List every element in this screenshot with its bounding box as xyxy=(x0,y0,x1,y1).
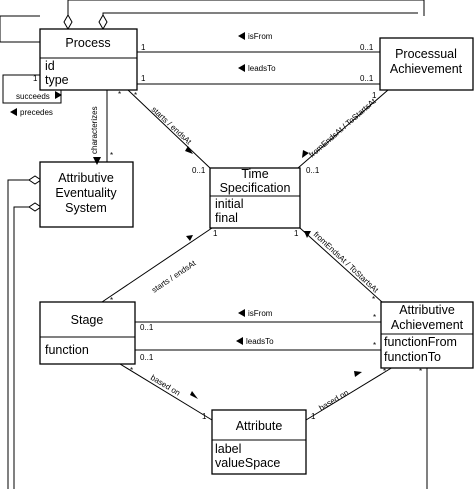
multiplicities: 1 0..1 1 0..1 1 * * * 0..1 1 0..1 * 1 1 … xyxy=(33,43,422,421)
leadsto-arrow-icon xyxy=(238,64,245,72)
aggregation-diamond-c xyxy=(28,175,42,185)
pa-from-label: fromEndsAt / ToStartsAt xyxy=(307,96,378,159)
mult-stage-starts-1: * xyxy=(110,296,113,305)
aggregation-diamond-d xyxy=(28,202,42,212)
process-starts-label: starts / endsAt xyxy=(150,105,194,147)
stage-isfrom-arrow-icon xyxy=(238,309,245,317)
stage-based-label: based on xyxy=(149,373,182,398)
class-ts-attr-final: final xyxy=(215,211,238,225)
class-pa-name-2: Achievement xyxy=(390,62,463,76)
class-time-specification: Time Specification initial final xyxy=(209,167,301,229)
mult-process-leadsto-1: 1 xyxy=(141,74,146,83)
class-aes-name-1: Attributive xyxy=(58,171,114,185)
mult-aa-based-1: * xyxy=(383,367,386,376)
aa-from-arrow-icon xyxy=(304,231,311,238)
aggregation-diamonds xyxy=(28,13,108,212)
mult-stage-based-1: * xyxy=(130,366,133,375)
aa-from-label: fromEndsAt / ToStartsAt xyxy=(312,230,381,295)
class-aa-attr-functionfrom: functionFrom xyxy=(384,335,457,349)
aggregation-diamond-b xyxy=(98,13,108,31)
mult-process-isfrom-1: 1 xyxy=(141,43,146,52)
aa-from-line xyxy=(299,227,383,303)
pa-from-arrow-icon xyxy=(302,150,309,158)
class-stage-attr-function: function xyxy=(45,343,89,357)
precedes-arrow-icon xyxy=(10,108,17,116)
mult-stage-isfrom-1: 0..1 xyxy=(140,323,154,332)
process-top-link-b xyxy=(102,12,418,29)
characterizes-label: characterizes xyxy=(90,106,99,154)
process-top-link-a xyxy=(67,0,425,29)
aa-based-line xyxy=(305,363,399,421)
class-attribute-attr-label: label xyxy=(215,442,241,456)
class-ts-name-1: Time xyxy=(241,167,268,181)
stage-based-line xyxy=(119,363,213,421)
mult-succeeds: 1 xyxy=(33,74,38,83)
mult-stage-leadsto-1: 0..1 xyxy=(140,353,154,362)
mult-stage-leadsto-2: * xyxy=(373,341,376,350)
mult-process-leadsto-2: 0..1 xyxy=(360,74,374,83)
class-attribute-name: Attribute xyxy=(236,419,283,433)
process-starts-arrow-icon xyxy=(185,146,193,154)
mult-pa-from-1: 1 xyxy=(372,91,377,100)
mult-aa-star: * xyxy=(419,367,422,376)
class-stage: Stage function xyxy=(39,301,136,365)
mult-aa-from-2: * xyxy=(372,295,375,304)
process-left-link xyxy=(0,15,40,43)
stage-based-arrow-icon xyxy=(190,391,198,399)
process-leadsto-label: leadsTo xyxy=(248,64,276,73)
class-ts-attr-initial: initial xyxy=(215,197,244,211)
mult-stage-starts-2: 1 xyxy=(213,229,218,238)
mult-aa-from-1: 1 xyxy=(294,229,299,238)
stage-isfrom-label: isFrom xyxy=(248,309,273,318)
class-processual-achievement: Processual Achievement xyxy=(379,37,474,91)
mult-process-starts-1: * xyxy=(134,91,137,100)
class-aa-attr-functionto: functionTo xyxy=(384,350,441,364)
characterizes-arrow-icon xyxy=(93,157,101,165)
class-ts-name-2: Specification xyxy=(220,181,291,195)
mult-process-star: * xyxy=(118,90,121,99)
stage-starts-label: starts / endsAt xyxy=(150,258,198,294)
succeeds-link xyxy=(2,74,62,104)
class-attribute-attr-valuespace: valueSpace xyxy=(215,456,280,470)
process-starts-line xyxy=(127,89,211,169)
class-process-attr-type: type xyxy=(45,73,69,87)
class-attributive-eventuality-system: Attributive Eventuality System xyxy=(39,161,134,228)
class-process: Process id type xyxy=(39,28,138,91)
mult-pa-from-2: 0..1 xyxy=(306,166,320,175)
class-aa-name-1: Attributive xyxy=(399,303,455,317)
succeeds-arrow-icon xyxy=(55,91,62,99)
stage-starts-line xyxy=(101,227,213,303)
class-attribute: Attribute label valueSpace xyxy=(211,409,307,475)
connectors xyxy=(0,0,428,489)
pa-from-line xyxy=(297,89,389,169)
process-isfrom-label: isFrom xyxy=(248,32,273,41)
mult-aa-based-2: 1 xyxy=(311,412,316,421)
class-aa-name-2: Achievement xyxy=(391,318,464,332)
class-process-attr-id: id xyxy=(45,59,55,73)
class-attributive-achievement: Attributive Achievement functionFrom fun… xyxy=(380,301,474,369)
class-aes-name-3: System xyxy=(65,201,107,215)
stage-leadsto-arrow-icon xyxy=(236,337,243,345)
aa-based-arrow-icon xyxy=(354,371,362,377)
precedes-label: precedes xyxy=(20,108,53,117)
mult-process-starts-2: 0..1 xyxy=(192,166,206,175)
aes-left-link-b xyxy=(13,206,40,489)
aes-left-link-a xyxy=(7,179,40,489)
succeeds-label: succeeds xyxy=(16,92,50,101)
mult-stage-based-2: 1 xyxy=(202,412,207,421)
class-aes-name-2: Eventuality xyxy=(55,186,117,200)
class-process-name: Process xyxy=(65,36,110,50)
isfrom-arrow-icon xyxy=(238,32,245,40)
stage-starts-arrow-icon xyxy=(186,235,193,241)
mult-characterizes: * xyxy=(110,151,113,160)
aggregation-diamond-a xyxy=(63,13,73,31)
mult-stage-isfrom-2: * xyxy=(373,313,376,322)
mult-process-isfrom-2: 0..1 xyxy=(360,43,374,52)
class-pa-name-1: Processual xyxy=(395,47,457,61)
class-stage-name: Stage xyxy=(71,313,104,327)
aa-based-label: based on xyxy=(317,388,350,413)
stage-leadsto-label: leadsTo xyxy=(246,337,274,346)
